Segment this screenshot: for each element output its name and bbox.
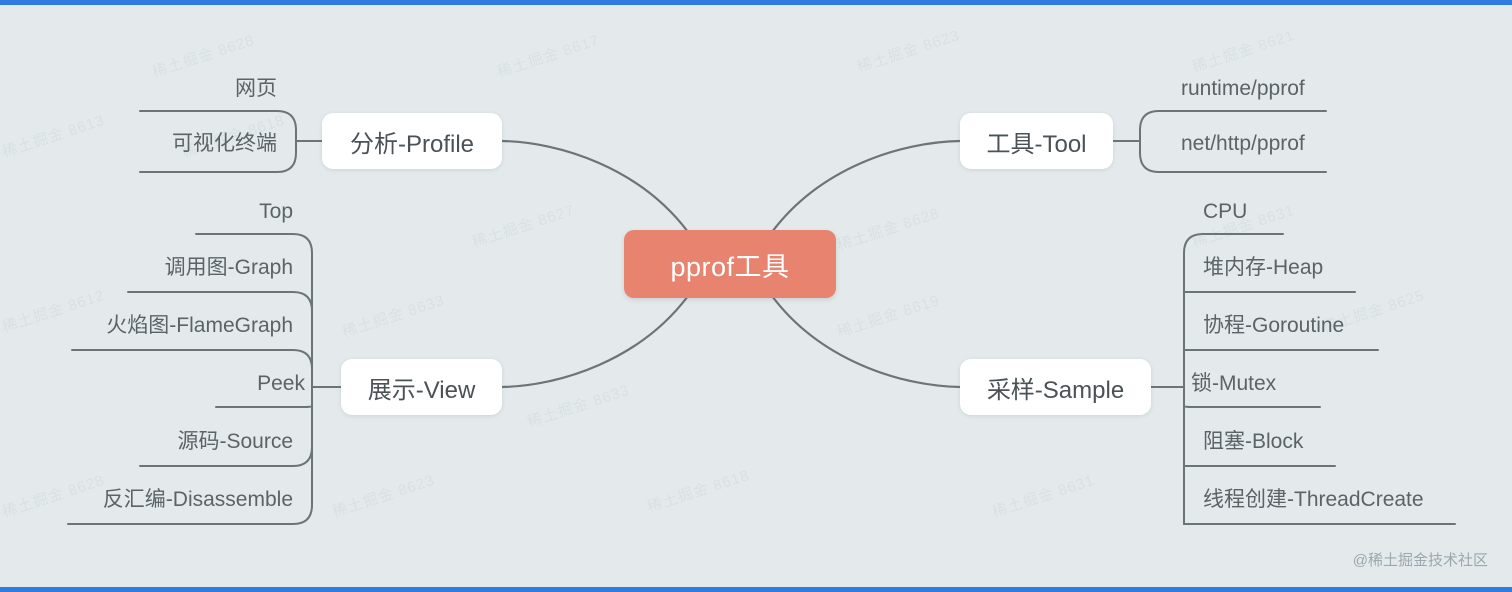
edge-sample-to-heap: [1183, 291, 1356, 388]
branch-node-sample[interactable]: 采样-Sample: [960, 359, 1151, 415]
edge-view-to-flamegraph: [71, 349, 313, 388]
edge-root-to-sample: [770, 294, 962, 389]
leaf-node-graph[interactable]: 调用图-Graph: [164, 256, 293, 279]
leaf-node-disassemble[interactable]: 反汇编-Disassemble: [102, 488, 293, 511]
leaf-node-peek[interactable]: Peek: [257, 372, 305, 395]
edge-sample-to-block: [1183, 386, 1336, 467]
leaf-node-threadcreate[interactable]: 线程创建-ThreadCreate: [1203, 488, 1424, 511]
leaf-node-flamegraph[interactable]: 火焰图-FlameGraph: [106, 314, 293, 337]
branch-node-profile[interactable]: 分析-Profile: [322, 113, 502, 169]
edge-view-to-top: [195, 233, 313, 388]
edge-root-to-tool: [770, 139, 962, 234]
edge-profile-to-terminal: [139, 140, 297, 173]
leaf-node-mutex[interactable]: 锁-Mutex: [1191, 372, 1277, 395]
edge-root-to-profile: [500, 139, 690, 234]
edge-view-to-disassemble: [67, 386, 313, 525]
edge-root-to-view: [500, 294, 690, 389]
edge-sample-to-threadcreate: [1183, 386, 1456, 525]
leaf-node-cpu[interactable]: CPU: [1203, 200, 1248, 223]
leaf-node-runtime-pprof[interactable]: runtime/pprof: [1181, 77, 1305, 100]
branch-node-tool[interactable]: 工具-Tool: [960, 113, 1113, 169]
leaf-node-goroutine[interactable]: 协程-Goroutine: [1203, 314, 1345, 337]
leaf-node-net-http-pprof[interactable]: net/http/pprof: [1181, 132, 1305, 155]
bottom-edge-bar: [0, 587, 1512, 592]
edge-profile-to-webpage: [139, 110, 297, 142]
leaf-node-top[interactable]: Top: [259, 200, 293, 223]
top-edge-bar: [0, 0, 1512, 5]
edge-sample-to-goroutine: [1183, 349, 1379, 388]
edge-tool-to-nethttp: [1139, 140, 1327, 173]
edge-tool-to-runtime: [1139, 110, 1327, 142]
root-node[interactable]: pprof工具: [624, 230, 836, 298]
edge-view-to-graph: [127, 291, 313, 388]
leaf-node-heap[interactable]: 堆内存-Heap: [1203, 256, 1324, 279]
leaf-node-block[interactable]: 阻塞-Block: [1203, 430, 1304, 453]
edge-view-to-source: [139, 386, 313, 467]
source-credit: @稀土掘金技术社区: [1352, 552, 1488, 569]
edge-sample-to-cpu: [1183, 233, 1284, 388]
leaf-node-visual-terminal[interactable]: 可视化终端: [172, 132, 277, 155]
leaf-node-webpage[interactable]: 网页: [235, 77, 277, 100]
leaf-node-source[interactable]: 源码-Source: [177, 430, 293, 453]
branch-node-view[interactable]: 展示-View: [341, 359, 502, 415]
